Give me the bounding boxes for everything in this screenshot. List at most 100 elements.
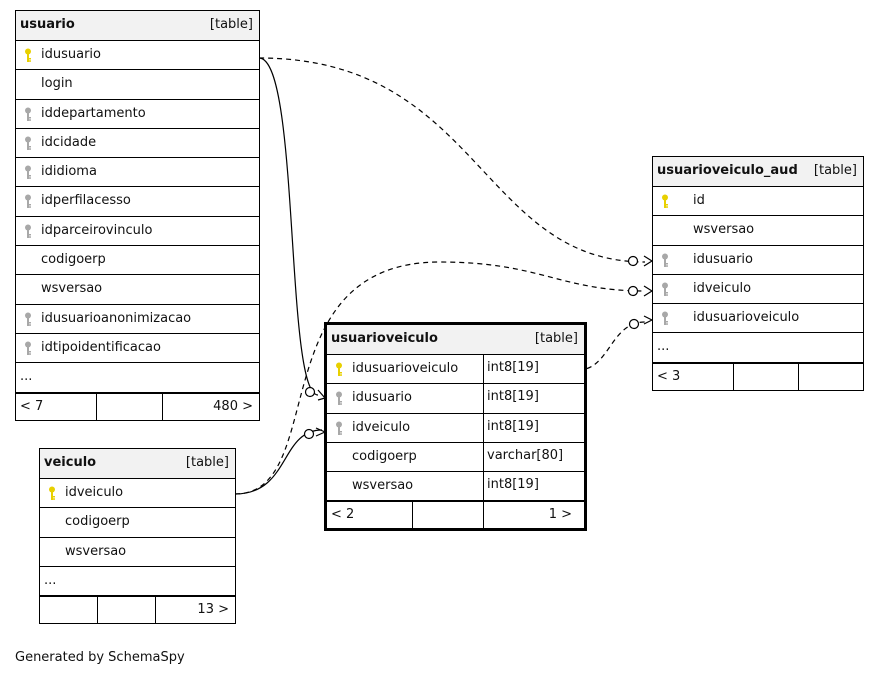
column-row[interactable]: idusuarioanonimizacao: [16, 305, 259, 334]
column-name: idparceirovinculo: [41, 222, 153, 238]
table-type: [table]: [185, 455, 229, 470]
column-row[interactable]: idveiculo: [40, 479, 235, 509]
table-footer: < 2 1 >: [327, 501, 584, 529]
column-type: int8[19]: [483, 472, 576, 501]
column-row[interactable]: idusuario: [16, 41, 259, 71]
column-name: login: [41, 76, 73, 92]
column-name: codigoerp: [41, 252, 106, 268]
table-footer: < 7 480 >: [16, 392, 259, 420]
foreign-key-icon: [661, 282, 669, 297]
table-footer: < 3: [653, 362, 863, 390]
column-type: int8[19]: [483, 413, 576, 442]
column-row[interactable]: idusuarioveiculo: [653, 304, 863, 334]
rel-usuario-usuarioveiculo: [258, 57, 319, 396]
column-name: idusuario: [41, 47, 101, 62]
foreign-key-icon: [661, 311, 669, 326]
foreign-key-icon: [24, 341, 32, 356]
table-type: [table]: [813, 163, 857, 178]
column-row[interactable]: wsversao int8[19]: [327, 472, 584, 502]
column-type: varchar[80]: [483, 442, 576, 472]
column-name: id: [693, 193, 705, 208]
column-name: idusuario: [693, 251, 753, 267]
foreign-key-icon: [24, 312, 32, 327]
column-name: wsversao: [65, 543, 127, 559]
column-row[interactable]: login: [16, 70, 259, 100]
table-name: usuarioveiculo_aud: [657, 163, 798, 178]
rel-usuario-aud: [258, 57, 646, 263]
table-footer: 13 >: [40, 596, 235, 624]
foreign-key-icon: [335, 391, 343, 406]
column-row[interactable]: idcidade: [16, 129, 259, 159]
ellipsis-row: ...: [40, 567, 235, 597]
table-usuarioveiculo-aud[interactable]: usuarioveiculo_aud [table] id wsversao idu…: [652, 156, 864, 391]
column-row[interactable]: iddepartamento: [16, 100, 259, 129]
column-name: idcidade: [41, 134, 97, 150]
column-row[interactable]: idusuario: [653, 246, 863, 275]
column-row[interactable]: id: [653, 187, 863, 217]
column-name: idveiculo: [693, 280, 752, 296]
column-row[interactable]: idperfilacesso: [16, 187, 259, 217]
footer-right: 480 >: [213, 398, 253, 414]
ellipsis-row: ...: [16, 363, 259, 393]
column-row[interactable]: ididioma: [16, 158, 259, 188]
column-name: wsversao: [693, 222, 755, 238]
ellipsis-row: ...: [653, 333, 863, 363]
column-row[interactable]: idveiculo: [653, 275, 863, 305]
column-type: int8[19]: [483, 355, 576, 384]
column-name: idveiculo: [352, 419, 411, 435]
foreign-key-icon: [24, 107, 32, 122]
footer-left: < 7: [20, 398, 44, 414]
foreign-key-icon: [24, 136, 32, 151]
primary-key-icon: [48, 486, 56, 501]
column-name: idtipoidentificacao: [41, 339, 161, 355]
column-name: codigoerp: [352, 448, 417, 464]
rel-usuarioveiculo-aud: [577, 321, 646, 371]
column-name: codigoerp: [65, 514, 130, 530]
credit-text: Generated by SchemaSpy: [15, 650, 185, 665]
footer-left: < 2: [331, 507, 355, 523]
column-row[interactable]: codigoerp: [40, 508, 235, 538]
column-row[interactable]: wsversao: [40, 538, 235, 567]
table-type: [table]: [209, 17, 253, 32]
column-name: idusuarioanonimizacao: [41, 310, 192, 326]
column-name: wsversao: [352, 478, 414, 494]
table-veiculo[interactable]: veiculo [table] idveiculo codigoerp wsvers…: [39, 448, 236, 625]
column-name: idusuarioveiculo: [352, 361, 459, 376]
foreign-key-icon: [24, 194, 32, 209]
footer-right: 13 >: [197, 602, 229, 618]
primary-key-icon: [661, 194, 669, 209]
column-row[interactable]: idusuarioveiculo int8[19]: [327, 355, 584, 385]
column-name: idveiculo: [65, 485, 124, 500]
foreign-key-icon: [661, 253, 669, 268]
column-name: idusuarioveiculo: [693, 310, 800, 326]
column-name: idperfilacesso: [41, 193, 131, 209]
column-row[interactable]: wsversao: [16, 275, 259, 305]
table-name: usuario: [20, 17, 75, 32]
column-name: ididioma: [41, 164, 97, 180]
primary-key-icon: [24, 48, 32, 63]
column-row[interactable]: idparceirovinculo: [16, 217, 259, 247]
column-row[interactable]: idtipoidentificacao: [16, 334, 259, 364]
table-type: [table]: [534, 331, 578, 346]
rel-veiculo-aud: [234, 261, 646, 495]
table-usuario[interactable]: usuario [table] idusuario login iddepartam…: [15, 10, 260, 421]
table-name: veiculo: [44, 455, 97, 470]
foreign-key-icon: [335, 421, 343, 436]
table-header: usuario [table]: [16, 11, 259, 41]
table-header: usuarioveiculo [table]: [327, 325, 584, 355]
rel-veiculo-usuarioveiculo: [234, 429, 323, 495]
column-name: iddepartamento: [41, 105, 146, 121]
column-row[interactable]: idveiculo int8[19]: [327, 413, 584, 443]
footer-right: 1 >: [548, 507, 572, 523]
column-row[interactable]: wsversao: [653, 216, 863, 246]
footer-left: < 3: [657, 368, 681, 384]
foreign-key-icon: [24, 224, 32, 239]
column-row[interactable]: codigoerp varchar[80]: [327, 442, 584, 473]
column-row[interactable]: codigoerp: [16, 246, 259, 276]
table-header: veiculo [table]: [40, 449, 235, 479]
primary-key-icon: [335, 362, 343, 377]
column-name: wsversao: [41, 281, 103, 297]
